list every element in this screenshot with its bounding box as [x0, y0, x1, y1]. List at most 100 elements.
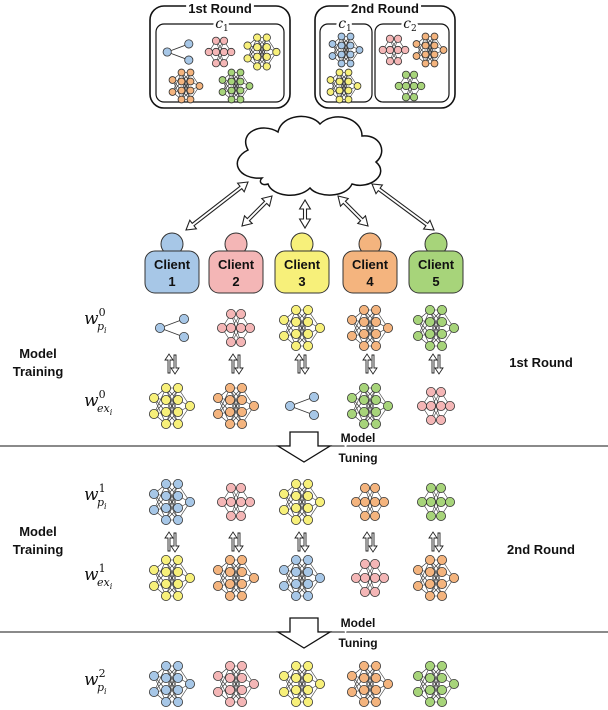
- yellow-network-icon: [148, 555, 195, 602]
- round1-cluster-box: 1st Round c1: [149, 0, 291, 109]
- svg-text:Model: Model: [19, 346, 57, 361]
- svg-text:Training: Training: [13, 542, 64, 557]
- svg-text:Model: Model: [19, 524, 57, 539]
- client-5: Client 5: [408, 232, 464, 294]
- orange-network-icon: [212, 555, 259, 602]
- pink-network-icon: [350, 559, 389, 598]
- blue-small-network-icon: [162, 39, 194, 65]
- client-4: Client 4: [342, 232, 398, 294]
- blue-network-icon: [328, 32, 364, 68]
- client-3: Client 3: [274, 232, 330, 294]
- orange-network-icon: [412, 32, 448, 68]
- green-network-icon: [218, 68, 254, 104]
- user-icon-body: [208, 250, 264, 294]
- exchange-arrow-icon: [164, 531, 180, 553]
- round1-side-label: 1st Round: [509, 355, 573, 370]
- client-name: Client: [352, 257, 389, 272]
- user-icon-body: [274, 250, 330, 294]
- orange-network-icon: [346, 304, 393, 351]
- client-number: 4: [366, 274, 374, 289]
- exchange-arrow-icon: [428, 531, 444, 553]
- client-2: Client 2: [208, 232, 264, 294]
- round2-cluster1-label: c1: [338, 16, 352, 34]
- exchange-arrow-icon: [362, 353, 378, 375]
- blue-network-icon: [148, 661, 195, 708]
- exchange-arrow-icon: [294, 531, 310, 553]
- client-number: 3: [298, 274, 305, 289]
- user-icon-body: [342, 250, 398, 294]
- bidirectional-arrow-icon: [337, 195, 369, 227]
- round2-cluster2-label: c2: [403, 16, 417, 34]
- exchange-arrow-icon: [164, 353, 180, 375]
- model-training-label-2: Model Training: [13, 524, 64, 557]
- yellow-network-icon: [326, 68, 362, 104]
- round2-cluster-box: 2nd Round c1 c2: [314, 0, 456, 109]
- orange-network-icon: [168, 68, 204, 104]
- client-name: Client: [418, 257, 455, 272]
- round2-title: 2nd Round: [351, 1, 419, 16]
- pink-network-icon: [416, 386, 455, 425]
- pink-network-icon: [216, 482, 255, 521]
- client-name: Client: [218, 257, 255, 272]
- blue-network-icon: [284, 391, 319, 420]
- user-icon-body: [408, 250, 464, 294]
- orange-network-icon: [346, 661, 393, 708]
- green-network-icon: [412, 304, 459, 351]
- yellow-network-icon: [278, 661, 325, 708]
- green-network-icon: [346, 382, 393, 429]
- user-icon-body: [144, 250, 200, 294]
- pink-network-icon: [378, 34, 410, 66]
- pink-network-icon: [204, 36, 236, 68]
- blue-network-icon: [148, 478, 195, 526]
- exchange-arrow-icon: [228, 531, 244, 553]
- model-tuning-arrow-2: [275, 617, 333, 649]
- blue-network-icon: [154, 313, 189, 342]
- orange-network-icon: [350, 482, 389, 521]
- bidirectional-arrow-icon: [241, 195, 273, 227]
- exchange-arrow-icon: [228, 353, 244, 375]
- blue-network-icon: [278, 555, 325, 602]
- green-network-icon: [412, 661, 459, 708]
- pink-network-icon: [212, 661, 259, 708]
- bidirectional-arrow-icon: [371, 183, 435, 231]
- bidirectional-arrow-icon: [185, 181, 249, 231]
- bidirectional-arrow-icon: [298, 198, 312, 230]
- client-number: 5: [432, 274, 439, 289]
- exchange-arrow-icon: [362, 531, 378, 553]
- yellow-network-icon: [243, 33, 281, 71]
- model-tuning-arrow-1: [275, 431, 333, 463]
- yellow-network-icon: [278, 304, 325, 351]
- yellow-network-icon: [148, 382, 195, 429]
- pink-network-icon: [216, 308, 255, 347]
- exchange-arrow-icon: [294, 353, 310, 375]
- model-tuning-label-2-line2: Tuning: [338, 636, 377, 650]
- svg-text:Training: Training: [13, 364, 64, 379]
- model-tuning-label-2-line1: Model: [341, 616, 376, 630]
- client-number: 2: [232, 274, 239, 289]
- yellow-network-icon: [278, 478, 325, 526]
- client-name: Client: [284, 257, 321, 272]
- exchange-arrow-icon: [428, 353, 444, 375]
- client-name: Client: [154, 257, 191, 272]
- model-training-label-1: Model Training: [13, 346, 64, 379]
- round1-title: 1st Round: [188, 1, 252, 16]
- orange-network-icon: [412, 555, 459, 602]
- round1-cluster-label: c1: [215, 16, 229, 34]
- model-tuning-label-1-line1: Model: [341, 431, 376, 445]
- green-network-icon: [394, 70, 426, 102]
- client-number: 1: [168, 274, 175, 289]
- client-1: Client 1: [144, 232, 200, 294]
- green-network-icon: [416, 482, 455, 521]
- cloud-icon: [236, 115, 383, 196]
